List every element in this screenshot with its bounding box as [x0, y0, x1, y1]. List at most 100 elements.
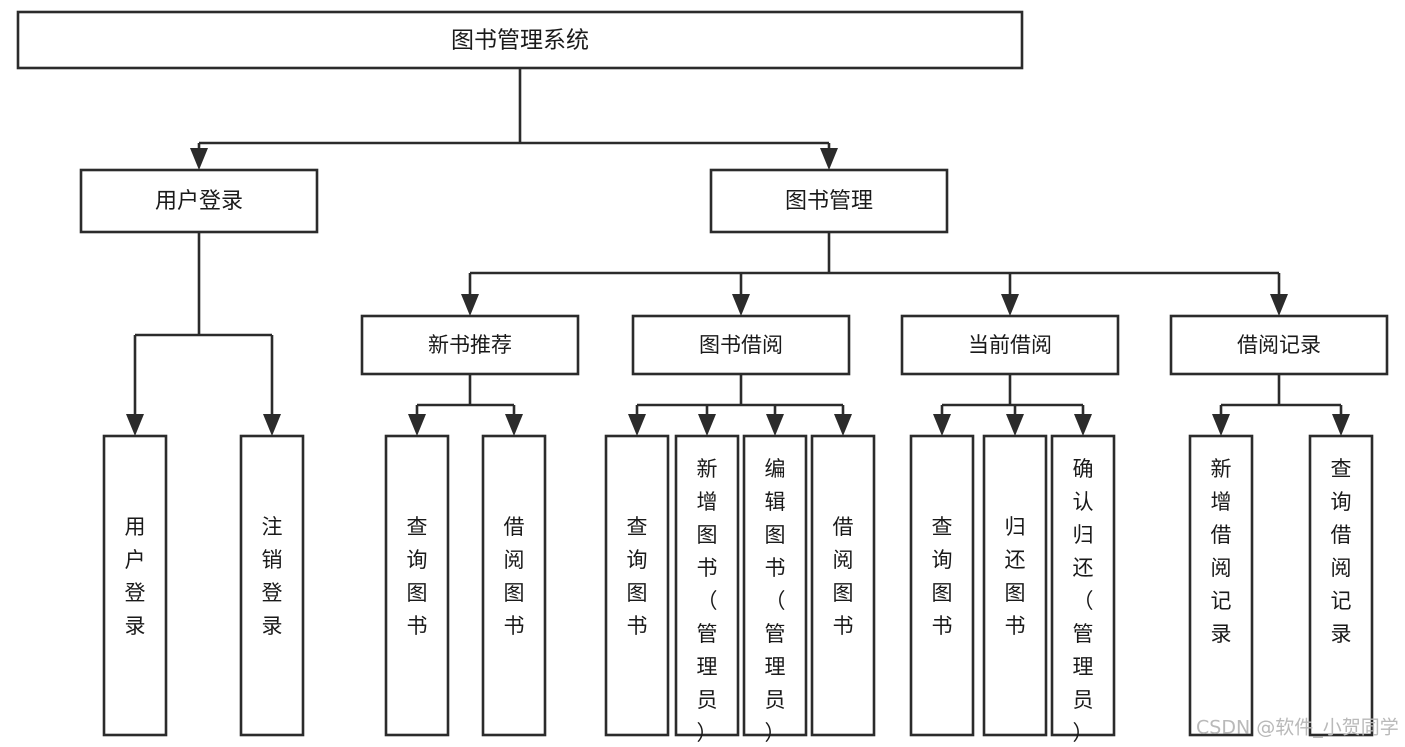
node-box-leaf-bb-borrow — [810, 434, 876, 737]
node-label-char: 理 — [765, 655, 786, 679]
node-box-leaf-logout — [239, 434, 305, 737]
node-label-char: 新 — [697, 457, 718, 481]
node-label-char: 询 — [627, 548, 648, 572]
node-label-char: 图 — [765, 523, 786, 547]
node-label-char: 查 — [407, 515, 428, 539]
node-label-root: 图书管理系统 — [451, 28, 589, 54]
node-label-char: 查 — [627, 515, 648, 539]
node-label-char: ） — [697, 721, 718, 745]
node-label-char: 图 — [407, 581, 428, 605]
arrow-head-icon — [190, 148, 208, 170]
node-label-char: 阅 — [833, 548, 854, 572]
node-label-char: 认 — [1073, 490, 1094, 514]
node-label-char: 编 — [765, 457, 786, 481]
node-label-char: 销 — [262, 548, 283, 572]
node-borrow-record[interactable]: 借阅记录 — [1169, 314, 1389, 376]
node-label-char: 书 — [407, 614, 428, 638]
node-label-char: 查 — [932, 515, 953, 539]
node-label-char: 查 — [1331, 457, 1352, 481]
node-label-user-login: 用户登录 — [155, 189, 243, 214]
node-label-char: 书 — [833, 614, 854, 638]
node-label-char: 管 — [1073, 622, 1094, 646]
arrow-head-icon — [126, 414, 144, 436]
node-box-borrow-record — [1169, 314, 1389, 376]
node-label-char: ） — [1073, 721, 1094, 745]
node-box-leaf-cb-confirm — [1050, 434, 1116, 737]
node-label-char: 还 — [1073, 556, 1094, 580]
node-label-char: 书 — [627, 614, 648, 638]
node-book-mgmt[interactable]: 图书管理 — [709, 168, 949, 234]
arrow-head-icon — [1270, 294, 1288, 316]
node-label-char: 书 — [504, 614, 525, 638]
node-label-char: 书 — [932, 614, 953, 638]
arrow-head-icon — [408, 414, 426, 436]
node-label-char: 用 — [125, 515, 146, 539]
node-label-char: 阅 — [504, 548, 525, 572]
node-book-borrow[interactable]: 图书借阅 — [631, 314, 851, 376]
csdn-watermark: CSDN @软件_小贺同学 — [1196, 717, 1399, 739]
node-label-char: 增 — [1211, 490, 1232, 514]
node-label-new-book-rec: 新书推荐 — [428, 333, 512, 357]
node-box-user-login — [79, 168, 319, 234]
arrow-head-icon — [698, 414, 716, 436]
node-label-char: 图 — [697, 523, 718, 547]
node-box-leaf-bb-add — [674, 434, 740, 737]
node-label-char: 理 — [697, 655, 718, 679]
node-label-char: 管 — [765, 622, 786, 646]
node-label-char: 询 — [407, 548, 428, 572]
node-box-leaf-nb-borrow — [481, 434, 547, 737]
arrow-head-icon — [1332, 414, 1350, 436]
node-label-char: 确 — [1073, 457, 1094, 481]
node-label-char: 登 — [125, 581, 146, 605]
node-label-char: ） — [765, 721, 786, 745]
node-label-char: 借 — [504, 515, 525, 539]
arrow-head-icon — [1001, 294, 1019, 316]
node-label-book-borrow: 图书借阅 — [699, 333, 783, 357]
arrow-head-icon — [628, 414, 646, 436]
node-label-char: 录 — [1211, 622, 1232, 646]
node-label-char: 图 — [1005, 581, 1026, 605]
node-label-char: 员 — [765, 688, 786, 712]
node-label-char: 借 — [833, 515, 854, 539]
node-box-current-borrow — [900, 314, 1120, 376]
node-current-borrow[interactable]: 当前借阅 — [900, 314, 1120, 376]
node-box-leaf-br-query — [1308, 434, 1374, 737]
node-box-leaf-user-login — [102, 434, 168, 737]
node-label-char: 辑 — [765, 490, 786, 514]
node-new-book-rec[interactable]: 新书推荐 — [360, 314, 580, 376]
node-label-char: 记 — [1331, 589, 1352, 613]
node-box-leaf-bb-query — [604, 434, 670, 737]
node-label-char: 书 — [765, 556, 786, 580]
arrow-head-icon — [834, 414, 852, 436]
node-label-char: 新 — [1211, 457, 1232, 481]
node-label-current-borrow: 当前借阅 — [968, 333, 1052, 357]
node-label-char: 记 — [1211, 589, 1232, 613]
node-label-char: （ — [1073, 589, 1094, 613]
node-box-new-book-rec — [360, 314, 580, 376]
node-label-char: 书 — [1005, 614, 1026, 638]
node-leaf-user-login[interactable]: 用户登录 — [102, 434, 168, 737]
node-label-char: （ — [765, 589, 786, 613]
node-label-char: 归 — [1005, 515, 1026, 539]
node-label-char: 借 — [1211, 523, 1232, 547]
arrow-head-icon — [263, 414, 281, 436]
node-root[interactable]: 图书管理系统 — [16, 10, 1024, 70]
node-label-char: 阅 — [1211, 556, 1232, 580]
node-label-char: 书 — [697, 556, 718, 580]
node-user-login[interactable]: 用户登录 — [79, 168, 319, 234]
node-label-char: 归 — [1073, 523, 1094, 547]
